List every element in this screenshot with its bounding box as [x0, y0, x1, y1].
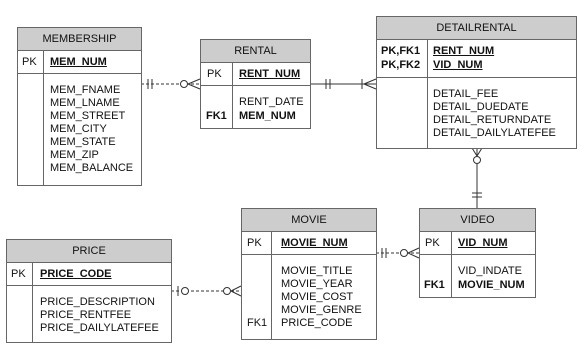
fk-attr: MEM_NUM [239, 110, 296, 122]
divider [7, 285, 171, 286]
pk-attr: PRICE_CODE [40, 268, 112, 280]
key-column [242, 231, 272, 339]
entity-rental[interactable]: RENTAL PK RENT_NUM RENT_DATE FK1 MEM_NUM [200, 39, 311, 129]
attr: VID_INDATE [458, 265, 522, 277]
attr: DETAIL_DAILYLATEFEE [433, 127, 556, 139]
entity-video[interactable]: VIDEO PK VID_NUM VID_INDATE FK1 MOVIE_NU… [419, 208, 536, 298]
key-column [18, 50, 44, 185]
attr: PRICE_DAILYLATEFEE [40, 322, 159, 334]
key-column [7, 262, 33, 342]
divider [420, 254, 535, 255]
fk-key: FK1 [247, 317, 268, 329]
pk-key: PK [207, 68, 222, 80]
entity-membership[interactable]: MEMBERSHIP PK MEM_NUM MEM_FNAME MEM_LNAM… [17, 27, 142, 186]
fk-attr: MOVIE_NUM [458, 279, 525, 291]
rel-video-detailrental [471, 147, 483, 209]
key-column [377, 39, 428, 148]
pk-attr: VID_NUM [458, 237, 508, 249]
pk-attr: MOVIE_NUM [281, 237, 348, 249]
pk-key: PK [22, 56, 37, 68]
pk-key: PK [11, 268, 26, 280]
attr: MEM_FNAME [50, 84, 121, 96]
attr: DETAIL_DUEDATE [433, 101, 529, 113]
attr: PRICE_DESCRIPTION [40, 296, 155, 308]
attr: MOVIE_YEAR [281, 278, 353, 290]
pk-key: PK,FK1 [381, 45, 421, 57]
rel-membership-rental [141, 78, 201, 90]
pk-attr: RENT_NUM [239, 68, 301, 80]
attr: MEM_ZIP [50, 149, 99, 161]
entity-title: MOVIE [242, 209, 376, 232]
attr: MEM_BALANCE [50, 162, 134, 174]
key-column [420, 231, 452, 297]
attr: RENT_DATE [239, 96, 304, 108]
attr: PRICE_CODE [281, 317, 353, 329]
entity-detailrental[interactable]: DETAILRENTAL PK,FK1 RENT_NUM PK,FK2 VID_… [376, 16, 577, 149]
entity-title: VIDEO [420, 209, 535, 232]
entity-price[interactable]: PRICE PK PRICE_CODE PRICE_DESCRIPTION PR… [6, 239, 172, 343]
divider [377, 77, 576, 78]
attr: MOVIE_COST [281, 291, 354, 303]
pk-key: PK [425, 237, 440, 249]
entity-title: RENTAL [201, 40, 310, 63]
attr: MOVIE_GENRE [281, 304, 362, 316]
key-column [201, 62, 233, 128]
attr: MEM_STREET [50, 110, 126, 122]
rel-price-movie [171, 285, 242, 297]
entity-title: PRICE [7, 240, 171, 263]
pk-attr: VID_NUM [433, 59, 483, 71]
divider [18, 73, 141, 74]
divider [242, 254, 376, 255]
entity-movie[interactable]: MOVIE PK MOVIE_NUM MOVIE_TITLE MOVIE_YEA… [241, 208, 377, 340]
entity-title: MEMBERSHIP [18, 28, 141, 51]
divider [201, 85, 310, 86]
entity-title: DETAILRENTAL [377, 17, 576, 40]
pk-attr: MEM_NUM [50, 56, 107, 68]
pk-key: PK,FK2 [381, 59, 421, 71]
attr: DETAIL_RETURNDATE [433, 114, 552, 126]
fk-key: FK1 [206, 110, 227, 122]
pk-key: PK [247, 237, 262, 249]
attr: MEM_CITY [50, 123, 107, 135]
rel-movie-video [376, 247, 420, 259]
rel-rental-detailrental [310, 78, 377, 90]
fk-key: FK1 [424, 279, 445, 291]
attr: DETAIL_FEE [433, 88, 499, 100]
attr: MEM_STATE [50, 136, 116, 148]
attr: MOVIE_TITLE [281, 265, 353, 277]
pk-attr: RENT_NUM [433, 45, 495, 57]
attr: MEM_LNAME [50, 97, 120, 109]
attr: PRICE_RENTFEE [40, 309, 132, 321]
